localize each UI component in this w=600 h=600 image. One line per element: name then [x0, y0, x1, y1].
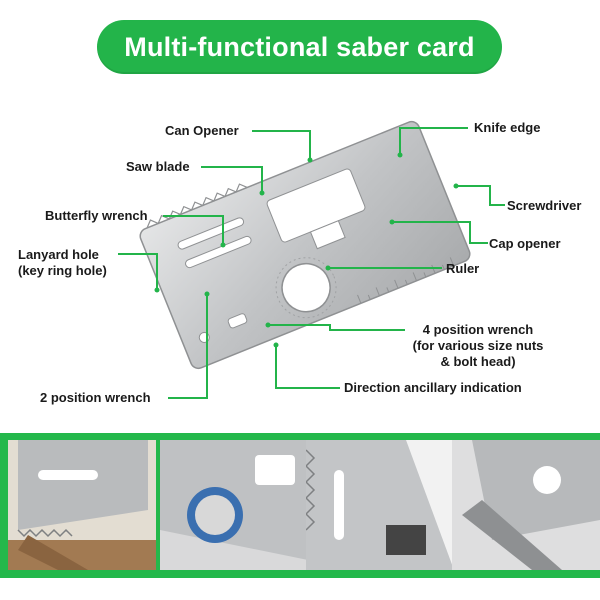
photo-saw-cutting-wood: [8, 440, 156, 570]
label-saw-blade: Saw blade: [126, 159, 190, 174]
label-lanyard-hole-line2: (key ring hole): [18, 263, 107, 278]
label-knife-edge: Knife edge: [474, 120, 541, 135]
label-lanyard-hole: Lanyard hole (key ring hole): [18, 247, 107, 279]
label-ruler: Ruler: [446, 261, 480, 276]
label-butterfly-wrench: Butterfly wrench: [45, 208, 148, 223]
leader-lines: [118, 127, 505, 399]
label-4-wrench-line1: 4 position wrench: [422, 322, 534, 337]
photo-saw-blade-closeup: [306, 440, 454, 570]
label-2-position-wrench: 2 position wrench: [40, 390, 151, 405]
saber-card: [139, 120, 471, 370]
label-can-opener: Can Opener: [165, 123, 239, 138]
label-screwdriver: Screwdriver: [507, 198, 582, 213]
label-4-wrench-line3: & bolt head): [440, 354, 516, 369]
label-4-position-wrench: 4 position wrench (for various size nuts…: [388, 322, 568, 370]
label-direction-indication: Direction ancillary indication: [344, 380, 522, 395]
label-cap-opener: Cap opener: [489, 236, 561, 251]
title-banner: Multi-functional saber card: [97, 20, 502, 74]
page-title: Multi-functional saber card: [124, 31, 475, 62]
label-lanyard-hole-line1: Lanyard hole: [18, 247, 99, 262]
photo-opening-bottle-cap: [160, 440, 308, 570]
photo-card-on-surface: [452, 440, 600, 570]
label-4-wrench-line2: (for various size nuts: [412, 338, 544, 353]
